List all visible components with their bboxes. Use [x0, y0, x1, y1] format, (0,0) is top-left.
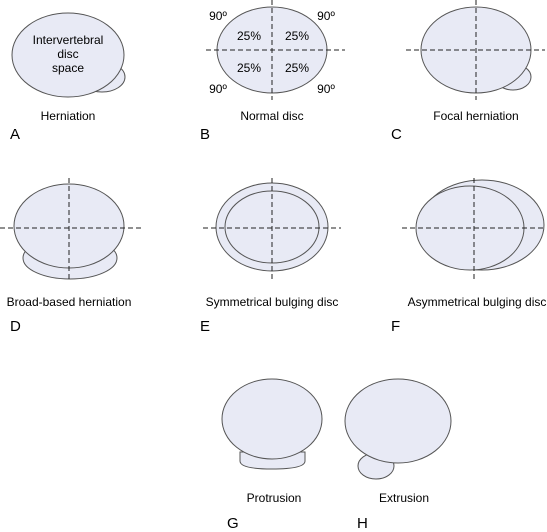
- panel-letter: G: [227, 515, 239, 532]
- panel-e: Symmetrical bulging disc E: [200, 178, 341, 335]
- quadrant-top-left: 25%: [237, 29, 261, 43]
- angle-top-left: 90º: [209, 9, 227, 23]
- caption: Broad-based herniation: [7, 295, 132, 309]
- quadrant-bottom-left: 25%: [237, 61, 261, 75]
- disc-ellipse: [11, 12, 125, 98]
- quadrant-top-right: 25%: [285, 29, 309, 43]
- panel-c: Focal herniation C: [391, 0, 545, 143]
- angle-bottom-right: 90º: [317, 82, 335, 96]
- inner-label-line-2: disc: [57, 47, 78, 61]
- panel-a: Intervertebral disc space Herniation A: [10, 12, 126, 143]
- panel-letter: B: [200, 126, 210, 143]
- panel-g: Protrusion G: [221, 378, 323, 532]
- inner-label-line-3: space: [52, 61, 84, 75]
- quadrant-bottom-right: 25%: [285, 61, 309, 75]
- disc-ellipse: [221, 378, 323, 460]
- panel-letter: D: [10, 318, 21, 335]
- angle-bottom-left: 90º: [209, 82, 227, 96]
- panel-d: Broad-based herniation D: [0, 178, 141, 335]
- caption: Symmetrical bulging disc: [206, 295, 339, 309]
- panel-letter: E: [200, 318, 210, 335]
- caption: Herniation: [41, 109, 96, 123]
- disc-ellipse: [344, 378, 452, 464]
- inner-label-line-1: Intervertebral: [33, 33, 104, 47]
- panel-h: Extrusion H: [344, 378, 452, 532]
- panel-letter: F: [391, 318, 400, 335]
- caption: Normal disc: [240, 109, 303, 123]
- caption: Asymmetrical bulging disc: [408, 295, 547, 309]
- panel-f: Asymmetrical bulging disc F: [391, 178, 546, 335]
- panel-letter: A: [10, 126, 20, 143]
- caption: Protrusion: [247, 491, 302, 505]
- panel-letter: H: [357, 515, 368, 532]
- angle-top-right: 90º: [317, 9, 335, 23]
- panel-letter: C: [391, 126, 402, 143]
- panel-b: 25% 25% 25% 25% 90º 90º 90º 90º Normal d…: [200, 0, 345, 143]
- caption: Focal herniation: [433, 109, 518, 123]
- caption: Extrusion: [379, 491, 429, 505]
